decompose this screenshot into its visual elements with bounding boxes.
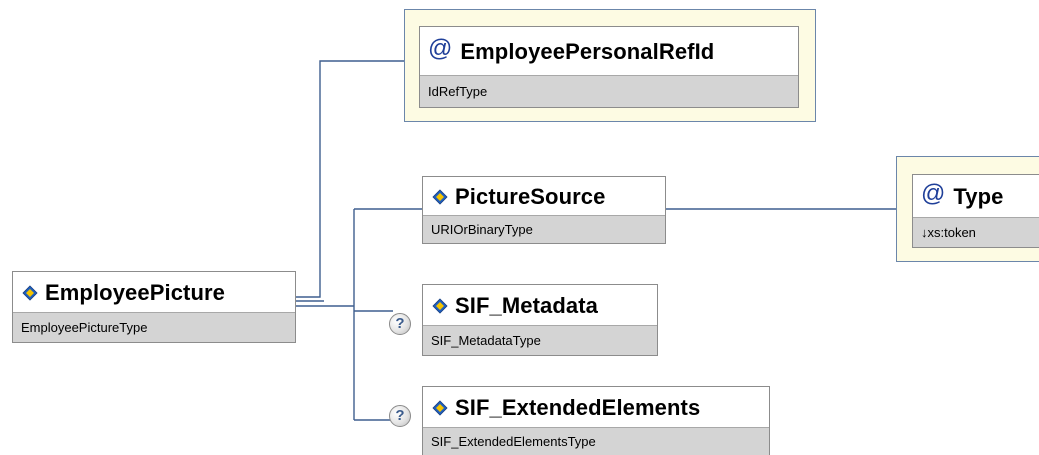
element-name: SIF_Metadata <box>455 293 599 318</box>
attribute-frame-type: @ Type ↓xs:token <box>896 156 1039 262</box>
element-type: EmployeePictureType <box>13 312 295 342</box>
element-name: SIF_ExtendedElements <box>455 395 701 420</box>
element-name: PictureSource <box>455 184 606 209</box>
attribute-type: IdRefType <box>420 75 798 107</box>
element-icon <box>431 297 449 315</box>
attribute-frame-employee-personal-ref: @ EmployeePersonalRefId IdRefType <box>404 9 816 122</box>
element-name: EmployeePicture <box>45 280 226 305</box>
attribute-node-type[interactable]: @ Type ↓xs:token <box>912 174 1039 248</box>
root-element-node[interactable]: EmployeePicture EmployeePictureType <box>12 271 296 343</box>
optional-question-icon: ? <box>389 313 411 335</box>
optional-question-icon: ? <box>389 405 411 427</box>
child-element-sif-extended-elements[interactable]: SIF_ExtendedElements SIF_ExtendedElement… <box>422 386 770 455</box>
connector-root-to-attribute <box>296 60 404 298</box>
attribute-name: Type <box>953 184 1004 209</box>
attribute-type: ↓xs:token <box>913 217 1039 247</box>
element-type: SIF_MetadataType <box>423 325 657 355</box>
element-type: SIF_ExtendedElementsType <box>423 427 769 455</box>
child-element-picture-source[interactable]: PictureSource URIOrBinaryType <box>422 176 666 244</box>
element-icon <box>21 284 39 302</box>
attribute-node-employee-personal-ref[interactable]: @ EmployeePersonalRefId IdRefType <box>419 26 799 108</box>
element-icon <box>431 188 449 206</box>
attribute-at-icon: @ <box>428 35 453 62</box>
attribute-at-icon: @ <box>921 180 946 207</box>
attribute-name: EmployeePersonalRefId <box>460 39 715 64</box>
element-icon <box>431 399 449 417</box>
element-type: URIOrBinaryType <box>423 215 665 243</box>
child-element-sif-metadata[interactable]: SIF_Metadata SIF_MetadataType <box>422 284 658 356</box>
